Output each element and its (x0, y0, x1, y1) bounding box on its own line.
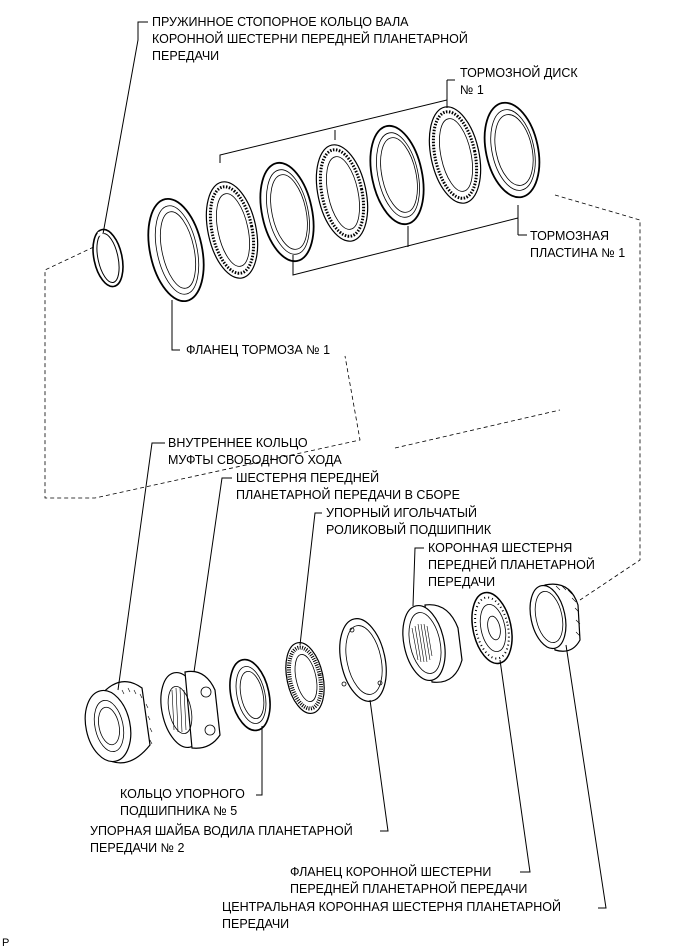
center-ring-gear-part (529, 583, 581, 652)
brake-disc-part (205, 181, 259, 279)
front-ring-gear-part (402, 604, 463, 683)
thrust-bearing-race-part (229, 658, 271, 732)
snap-ring-leader (102, 21, 148, 235)
brake-disc-part (428, 106, 482, 204)
planetary-gear-assembly-part (160, 670, 221, 749)
race5-leader (256, 726, 263, 796)
corner-mark: P (2, 937, 10, 949)
thrust-washer-part (339, 618, 387, 702)
snap-ring (92, 228, 124, 288)
label-front-ring-gear-shaft-snap-ring: ПРУЖИННОЕ СТОПОРНОЕ КОЛЬЦО ВАЛА КОРОННОЙ… (152, 15, 468, 63)
label-front-ring-gear-flange: ФЛАНЕЦ КОРОННОЙ ШЕСТЕРНИ ПЕРЕДНЕЙ ПЛАНЕТ… (290, 865, 528, 896)
brake-plate-part (483, 101, 541, 199)
label-one-way-clutch-inner-race: ВНУТРЕННЕЕ КОЛЬЦО МУФТЫ СВОБОДНОГО ХОДА (168, 436, 342, 467)
thrust-washer-leader (369, 699, 389, 832)
ring-flange-leader (499, 659, 531, 873)
label-front-planetary-ring-gear: КОРОННАЯ ШЕСТЕРНЯ ПЕРЕДНЕЙ ПЛАНЕТАРНОЙ П… (428, 541, 595, 589)
clutch-race-leader (117, 442, 165, 691)
needle-roller-bearing-part (285, 641, 325, 715)
brake-plate-part (259, 161, 315, 263)
assembly-outline-dashed (44, 194, 641, 601)
brake-plate-part (369, 124, 425, 226)
label-center-planetary-ring-gear: ЦЕНТРАЛЬНАЯ КОРОННАЯ ШЕСТЕРНЯ ПЛАНЕТАРНО… (222, 900, 561, 931)
label-planetary-carrier-thrust-washer-2: УПОРНАЯ ШАЙБА ВОДИЛА ПЛАНЕТАРНОЙ ПЕРЕДАЧ… (90, 824, 353, 855)
needle-bearing-leader (299, 512, 322, 646)
label-brake-plate-1: ТОРМОЗНАЯ ПЛАСТИНА № 1 (530, 229, 626, 260)
brake-plate-bracket (292, 205, 519, 276)
planetary-gear-leader (193, 477, 232, 673)
label-brake-flange-1: ФЛАНЕЦ ТОРМОЗА № 1 (186, 343, 331, 357)
brake-flange-part (147, 197, 205, 303)
label-brake-disc-1: ТОРМОЗНОЙ ДИСК № 1 (460, 66, 578, 97)
brake-flange-leader (171, 300, 180, 351)
ring-gear-leader (412, 547, 424, 607)
ring-gear-flange-part (471, 591, 513, 665)
label-thrust-needle-roller-bearing: УПОРНЫЙ ИГОЛЬЧАТЫЙ РОЛИКОВЫЙ ПОДШИПНИК (326, 506, 492, 537)
label-front-planetary-gear-assembly: ШЕСТЕРНЯ ПЕРЕДНЕЙ ПЛАНЕТАРНОЙ ПЕРЕДАЧИ В… (236, 471, 460, 502)
label-thrust-bearing-race-5: КОЛЬЦО УПОРНОГО ПОДШИПНИКА № 5 (120, 787, 245, 818)
brake-disc-part (315, 144, 369, 242)
center-ring-leader (565, 644, 607, 909)
clutch-inner-race-part (84, 681, 153, 764)
